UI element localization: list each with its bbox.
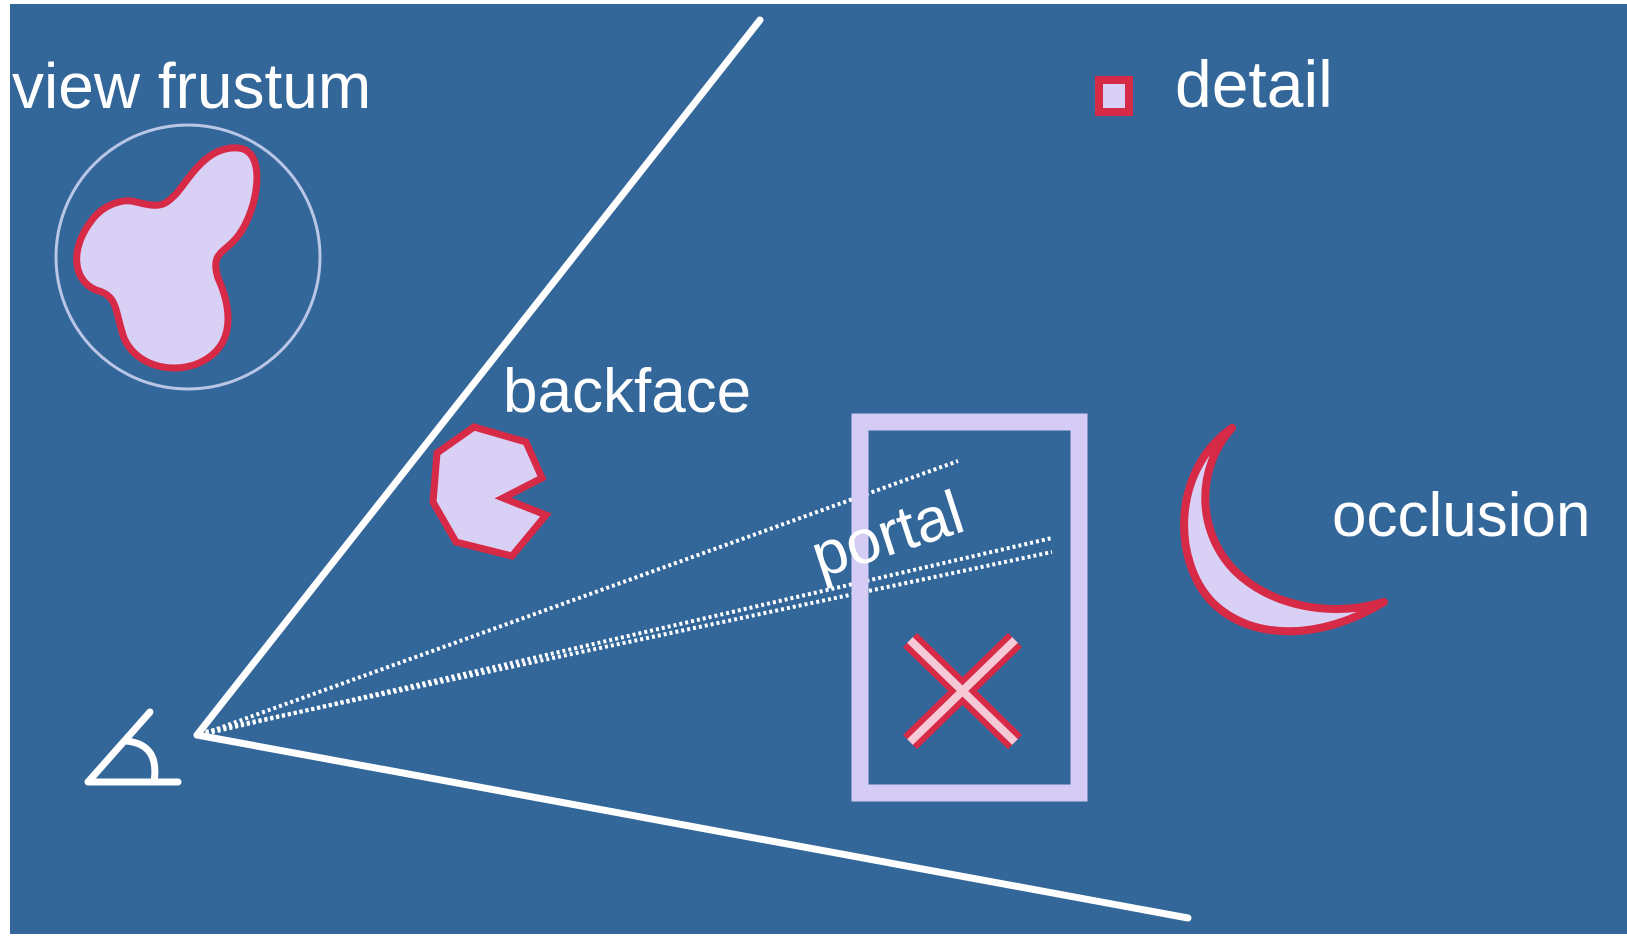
detail-square <box>1099 80 1129 112</box>
detail-label: detail <box>1175 47 1333 121</box>
backface-label: backface <box>503 357 751 426</box>
view-frustum-label: view frustum <box>12 50 371 122</box>
occlusion-label: occlusion <box>1332 481 1590 550</box>
